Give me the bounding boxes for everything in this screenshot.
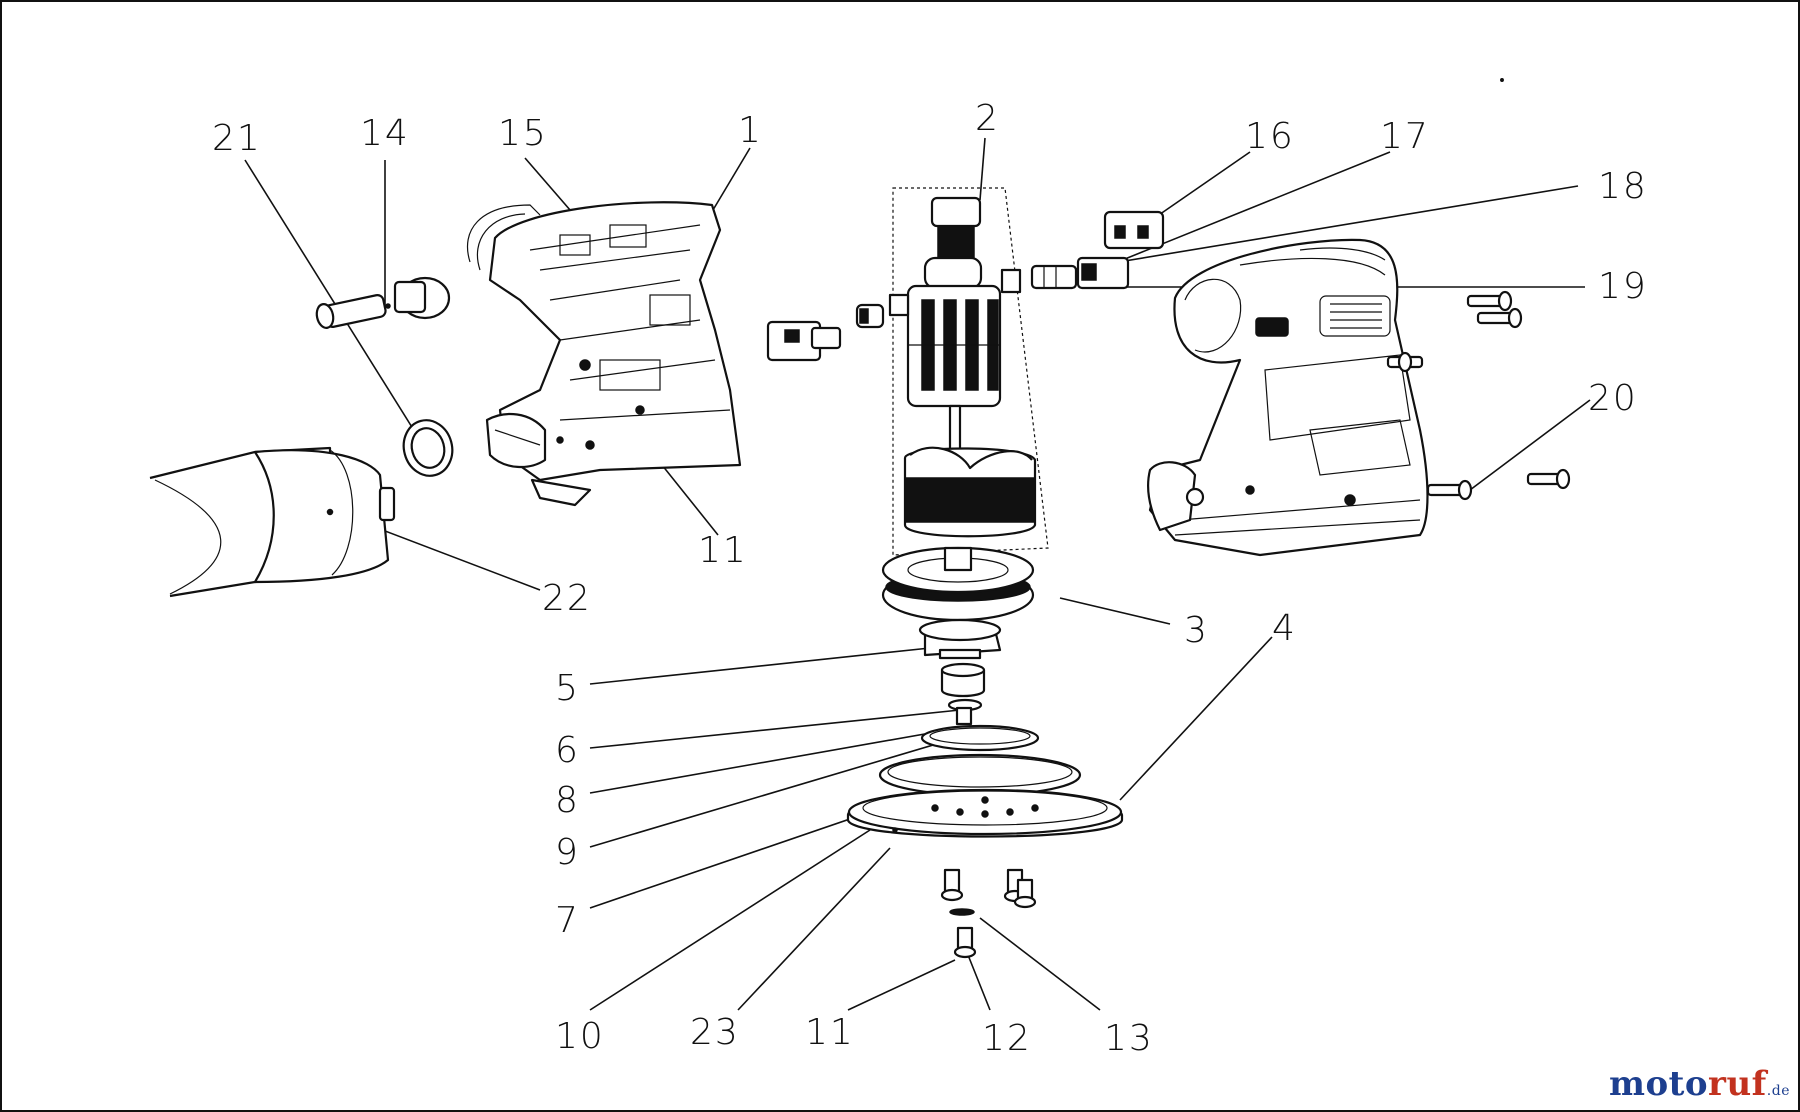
callout-20: 20 <box>1588 378 1638 419</box>
callout-7: 7 <box>555 900 580 941</box>
callout-11-upper: 11 <box>698 530 748 571</box>
callout-12: 12 <box>982 1018 1032 1059</box>
callout-19: 19 <box>1598 266 1648 307</box>
callout-11-lower: 11 <box>805 1012 855 1053</box>
callout-6: 6 <box>555 730 580 771</box>
callout-22: 22 <box>542 578 592 619</box>
part-cord-strain-relief <box>315 276 451 329</box>
part-right-housing <box>1146 238 1429 557</box>
part-dust-canister <box>149 446 396 598</box>
part-fan <box>881 546 1035 622</box>
callout-23: 23 <box>690 1012 740 1053</box>
brand-text-part2: ruf <box>1708 1064 1767 1104</box>
part-switch <box>1030 210 1165 290</box>
callout-21: 21 <box>212 118 262 159</box>
stray-dot <box>1500 78 1504 82</box>
part-backing-pad <box>846 753 1124 838</box>
callout-1: 1 <box>738 110 763 151</box>
brand-tld: .de <box>1766 1083 1790 1099</box>
brand-text-part1: moto <box>1608 1064 1709 1104</box>
part-screws-right <box>1386 290 1571 501</box>
callout-9: 9 <box>555 832 580 873</box>
part-armature-motor <box>888 187 1049 556</box>
part-left-housing <box>466 201 742 507</box>
callout-18: 18 <box>1598 166 1648 207</box>
part-screws-bottom <box>940 868 1037 959</box>
part-brush-holder-left <box>766 303 885 362</box>
brand-watermark: motoruf.de <box>1609 1064 1790 1104</box>
callout-17: 17 <box>1380 116 1430 157</box>
callout-16: 16 <box>1245 116 1295 157</box>
callout-2: 2 <box>975 98 1000 139</box>
callout-14: 14 <box>360 113 410 154</box>
part-bearing-housing <box>918 618 1002 660</box>
part-o-ring <box>402 419 454 477</box>
part-bearing <box>940 662 986 726</box>
callout-5: 5 <box>555 668 580 709</box>
callout-13: 13 <box>1104 1018 1154 1059</box>
callout-15: 15 <box>498 113 548 154</box>
callout-4: 4 <box>1272 608 1297 649</box>
callout-8: 8 <box>555 780 580 821</box>
callout-labels: 21 14 15 1 2 16 17 18 19 20 11 22 3 4 5 … <box>212 98 1648 1059</box>
callout-3: 3 <box>1184 610 1209 651</box>
part-dust-seal-ring <box>920 724 1040 752</box>
callout-10: 10 <box>555 1016 605 1057</box>
